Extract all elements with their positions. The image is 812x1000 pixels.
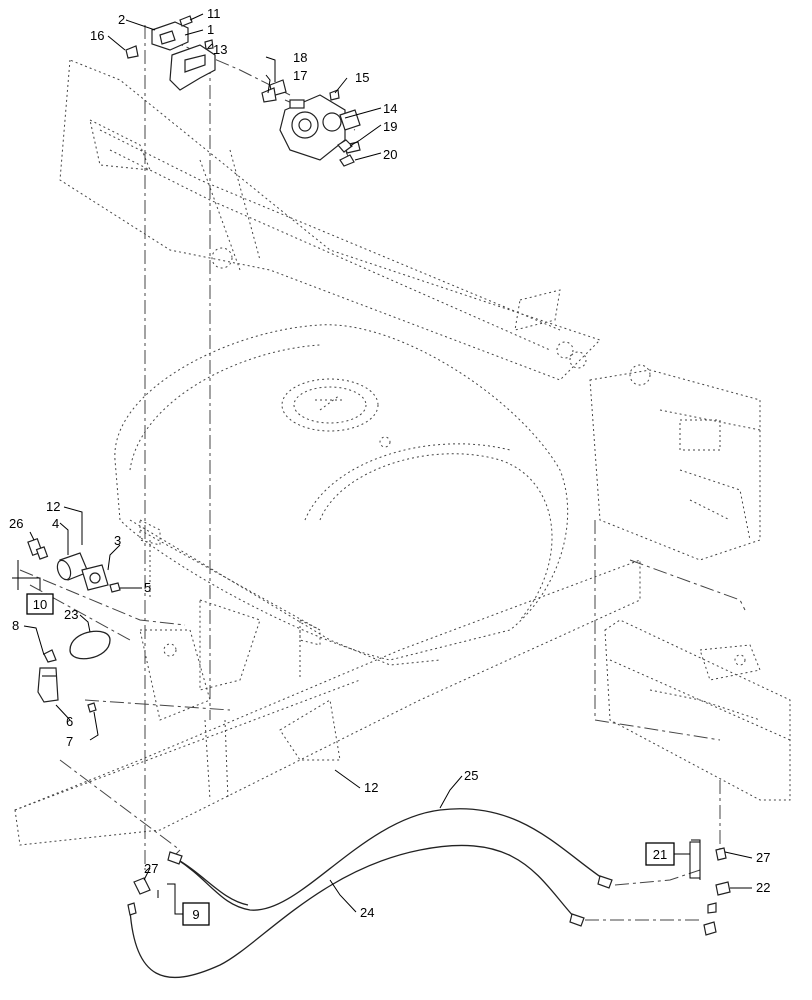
callout-2: 2 — [118, 12, 125, 27]
callout-24: 24 — [360, 905, 374, 920]
main-frame-beam — [59, 59, 601, 381]
boxed-reference-21: 21 — [645, 841, 700, 879]
callout-4: 4 — [52, 516, 59, 531]
callout-11: 11 — [207, 6, 221, 21]
callout-5: 5 — [144, 580, 151, 595]
callout-14: 14 — [383, 101, 397, 116]
callout-16: 16 — [90, 28, 104, 43]
upper-bracket-parts — [125, 15, 355, 167]
callout-leaders — [12, 13, 753, 915]
boxed-reference-10: 10 — [26, 593, 54, 615]
callout-7: 7 — [66, 734, 73, 749]
boom-section-right — [604, 619, 791, 801]
callout-20: 20 — [383, 147, 397, 162]
callout-8: 8 — [12, 618, 19, 633]
right-frame-structure — [589, 364, 761, 561]
boxed-ref-10-text: 10 — [33, 597, 47, 612]
callout-26: 26 — [9, 516, 23, 531]
callout-3: 3 — [114, 533, 121, 548]
callout-15: 15 — [355, 70, 369, 85]
boxed-reference-9: 9 — [182, 902, 210, 926]
callout-numbers: 2 11 1 16 13 18 17 15 14 19 20 12 26 4 3… — [9, 6, 770, 920]
callout-19: 19 — [383, 119, 397, 134]
lower-frame-beam — [14, 559, 641, 846]
callout-12-lower: 12 — [364, 780, 378, 795]
spray-tank — [114, 324, 569, 680]
lower-fittings — [133, 847, 731, 936]
boxed-ref-21-text: 21 — [653, 847, 667, 862]
callout-27-right: 27 — [756, 850, 770, 865]
callout-18: 18 — [293, 50, 307, 65]
callout-13: 13 — [213, 42, 227, 57]
callout-22: 22 — [756, 880, 770, 895]
callout-1: 1 — [207, 22, 214, 37]
callout-12-upper: 12 — [46, 499, 60, 514]
callout-6: 6 — [66, 714, 73, 729]
hoses — [69, 630, 613, 979]
boxed-ref-9-text: 9 — [192, 907, 199, 922]
callout-17: 17 — [293, 68, 307, 83]
pump-assembly — [279, 94, 361, 161]
callout-23: 23 — [64, 607, 78, 622]
callout-27-left: 27 — [144, 861, 158, 876]
callout-25: 25 — [464, 768, 478, 783]
filter-assembly — [27, 537, 121, 713]
